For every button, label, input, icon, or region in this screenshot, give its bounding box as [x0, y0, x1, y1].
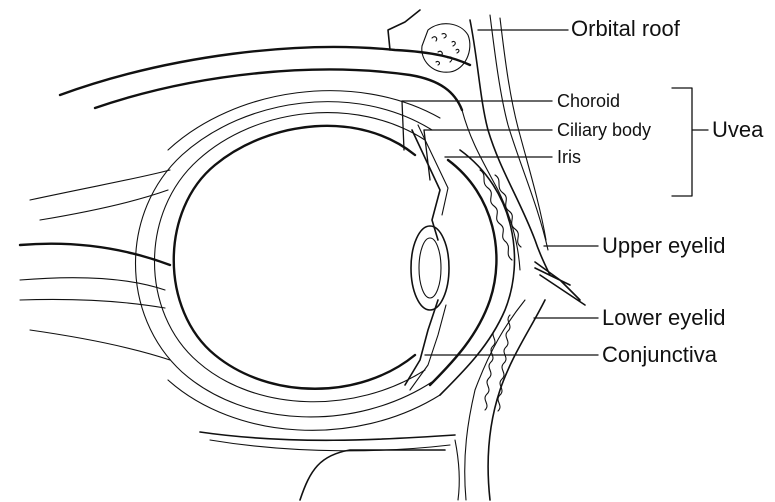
lower-eyelid-label: Lower eyelid [602, 307, 726, 329]
orbital-roof-bone [60, 10, 470, 110]
uvea-bracket [672, 88, 708, 196]
choroid-label: Choroid [557, 92, 620, 110]
ciliary-body-label: Ciliary body [557, 121, 651, 139]
orbital-roof-label: Orbital roof [571, 18, 680, 40]
lower-lid-tissue [455, 300, 545, 500]
optic-nerve [20, 170, 170, 360]
conjunctiva-label: Conjunctiva [602, 344, 717, 366]
ciliary-body-leader-v [424, 130, 430, 180]
choroid-leader-v [402, 101, 404, 150]
uvea-label: Uvea [712, 119, 763, 141]
iris-label: Iris [557, 148, 581, 166]
eyeball [136, 91, 441, 431]
inferior-orbit [200, 432, 455, 500]
upper-eyelid-label: Upper eyelid [602, 235, 726, 257]
